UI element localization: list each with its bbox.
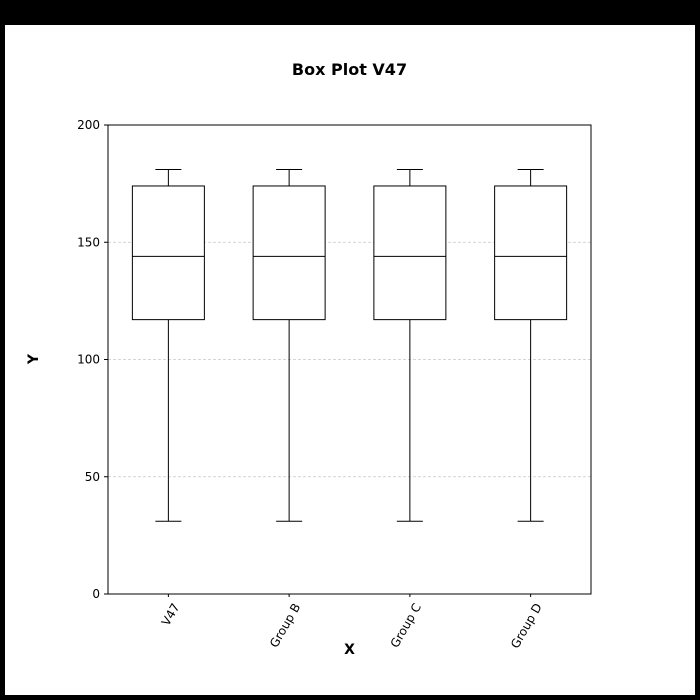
box-item — [373, 169, 447, 522]
x-tick-label: V47 — [159, 601, 183, 628]
y-axis-label: Y — [26, 353, 42, 365]
x-tick-label: Group D — [508, 601, 545, 651]
box-item — [494, 169, 568, 522]
box-item — [131, 169, 205, 522]
x-axis-label: X — [344, 642, 355, 658]
box-series — [131, 169, 568, 522]
box-item — [252, 169, 326, 522]
x-tick-label: Group C — [388, 601, 424, 650]
box-body — [131, 185, 205, 321]
x-tick-label: Group B — [267, 601, 303, 650]
box-body — [373, 185, 447, 321]
y-tick-label: 50 — [85, 470, 100, 484]
box-body — [252, 185, 326, 321]
plot-border — [107, 124, 592, 595]
chart-title: Box Plot V47 — [292, 60, 407, 79]
y-tick-label: 200 — [77, 118, 100, 132]
y-tick-label: 0 — [92, 587, 100, 601]
box-body — [494, 185, 568, 321]
y-tick-label: 150 — [77, 235, 100, 249]
y-tick-label: 100 — [77, 353, 100, 367]
